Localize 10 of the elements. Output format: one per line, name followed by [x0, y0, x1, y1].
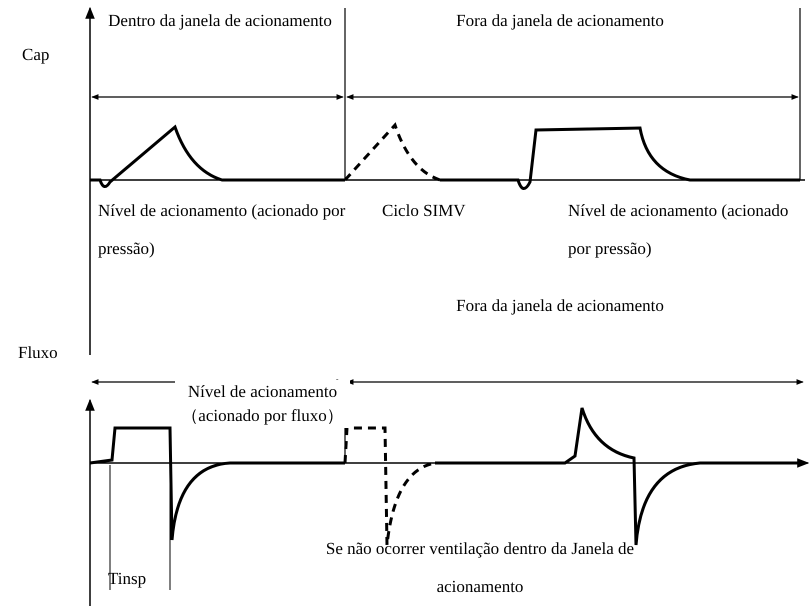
- trigger-level-label: Nível de acionamento (acionado por pressão): [568, 200, 790, 260]
- trigger-level-label: Nível de acionamento (acionado por pressão): [98, 200, 346, 260]
- axis-label: Cap: [22, 44, 50, 66]
- axis-label: Fluxo: [18, 342, 59, 364]
- window-label: Dentro da janela de acionamento: [107, 10, 333, 32]
- cycle-label: Ciclo SIMV: [382, 200, 467, 222]
- window-label: Fora da janela de acionamento: [455, 295, 665, 317]
- trigger-level-label: Nível de acionamento（acionado por fluxo）: [175, 380, 350, 428]
- note-text: Se não ocorrer ventilação dentro da Janela de acionamento: [324, 538, 636, 598]
- window-label: Fora da janela de acionamento: [455, 10, 665, 32]
